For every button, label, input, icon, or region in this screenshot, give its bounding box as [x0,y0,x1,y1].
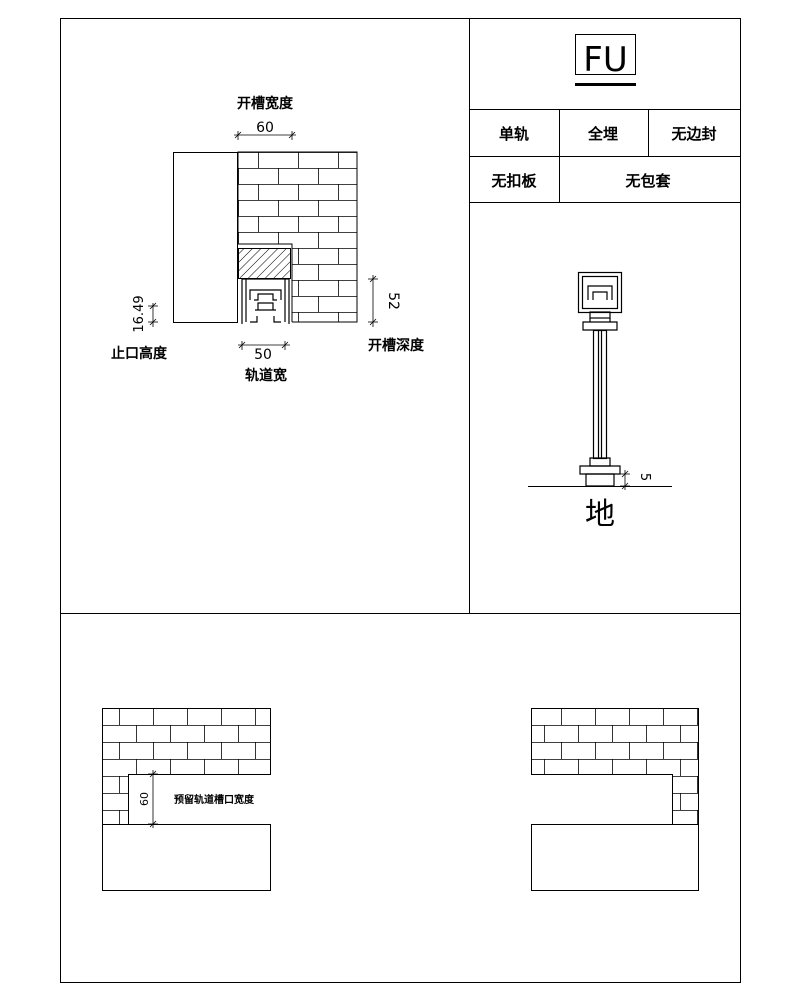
logo-text: FU [583,40,627,80]
dim-floor-gap [620,470,630,490]
cell-wrap: 无包套 [624,172,671,190]
plan-view-left: 60 预留轨道槽口宽度 [102,708,271,891]
label-reserve-width: 预留轨道槽口宽度 [174,793,255,806]
dim-slot-depth [368,275,378,327]
ceiling-board-right [531,824,699,891]
top-track-assembly [577,271,623,331]
title-block: FU 单轨 全埋 无边封 无扣板 无包套 [469,34,741,203]
dim-stop-height [148,302,158,327]
label-track-width: 轨道宽 [245,367,287,384]
sheet-frame [60,18,741,983]
dim-track-width [238,341,290,350]
brick-wall [237,151,358,323]
dim-reserve-width [148,770,158,828]
section-detail: 开槽宽度 60 52 开槽深度 16.49 止口高度 [111,95,425,384]
value-slot-width: 60 [256,120,274,136]
label-ground: 地 [585,497,615,532]
value-slot-depth: 52 [385,292,401,310]
value-reserve-width: 60 [138,792,151,806]
cell-edge-seal: 无边封 [670,125,716,143]
door-panel [592,329,608,460]
label-slot-width: 开槽宽度 [237,95,294,112]
floor-guide [579,457,621,487]
door-elevation: 5 地 [528,271,672,532]
ceiling-board [173,152,238,323]
cell-cover-plate: 无扣板 [490,172,537,190]
value-stop-height: 16.49 [132,295,147,332]
track-profile [241,278,290,324]
value-floor-gap: 5 [637,473,652,481]
wood-block [238,248,291,279]
value-track-width: 50 [254,347,272,363]
dim-slot-width [234,131,296,140]
fu-logo: FU [583,40,627,80]
plan-view-right [531,708,699,891]
label-slot-depth: 开槽深度 [368,337,425,354]
ceiling-board-left [102,824,271,891]
cell-track-type: 单轨 [499,125,529,143]
label-stop-height: 止口高度 [111,345,168,362]
cell-embed-type: 全埋 [587,125,618,143]
